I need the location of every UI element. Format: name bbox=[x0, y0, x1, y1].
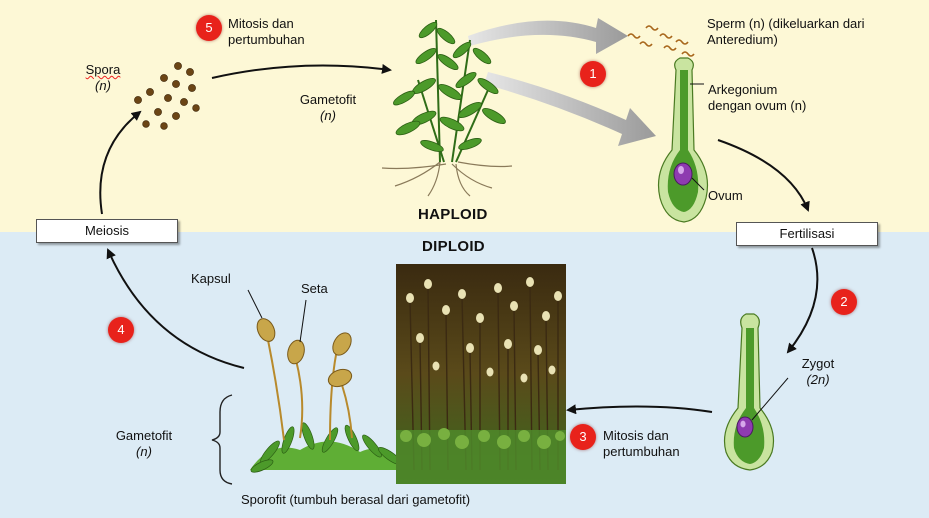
archegonium-label: Arkegonium dengan ovum (n) bbox=[708, 82, 806, 114]
step-marker-3: 3 bbox=[570, 424, 596, 450]
capsule-label: Kapsul bbox=[191, 271, 231, 286]
arrow-meiosis-to-spore bbox=[99, 110, 142, 215]
sporophyte-caption: Sporofit (tumbuh berasal dari gametofit) bbox=[241, 492, 471, 507]
gametophyte-bottom-label: Gametofit (n) bbox=[104, 428, 184, 460]
step-marker-1: 1 bbox=[580, 61, 606, 87]
step5-label: Mitosis dan pertumbuhan bbox=[228, 16, 305, 48]
step-marker-4: 4 bbox=[108, 317, 134, 343]
arrow-fertilization-to-zygote bbox=[786, 247, 819, 354]
gray-arrow-to-archegonium bbox=[484, 72, 656, 146]
sperm-label: Sperm (n) (dikeluarkan dari Anteredium) bbox=[707, 16, 865, 48]
gametophyte-top-label-ploidy: (n) bbox=[320, 108, 336, 123]
arrow-spore-to-gametophyte bbox=[211, 63, 392, 79]
step3-label-line1: Mitosis dan bbox=[603, 428, 669, 443]
gametophyte-top-label-name: Gametofit bbox=[299, 92, 357, 107]
step-marker-2: 2 bbox=[831, 289, 857, 315]
zygote-archegonium-illustration bbox=[723, 313, 789, 471]
zygote-label: Zygot (2n) bbox=[788, 356, 848, 388]
seta-label: Seta bbox=[301, 281, 328, 296]
step5-label-line1: Mitosis dan bbox=[228, 16, 294, 31]
sperm-label-line1: Sperm (n) (dikeluarkan dari bbox=[707, 16, 865, 31]
zygote-label-ploidy: (2n) bbox=[806, 372, 830, 387]
step3-label-line2: pertumbuhan bbox=[603, 444, 680, 459]
spore-label-ploidy: (n) bbox=[95, 78, 111, 93]
step-marker-5: 5 bbox=[196, 15, 222, 41]
archegonium-label-line1: Arkegonium bbox=[708, 82, 778, 97]
spore-label: Spora (n) bbox=[78, 62, 128, 94]
meiosis-box: Meiosis bbox=[36, 219, 178, 243]
haploid-zone-title: HAPLOID bbox=[418, 206, 488, 223]
arrow-archegonium-to-fertilization bbox=[717, 139, 810, 212]
sperm-cells bbox=[627, 25, 695, 57]
gametophyte-bottom-label-ploidy: (n) bbox=[136, 444, 152, 459]
ovum-label: Ovum bbox=[708, 188, 743, 203]
zygote-label-name: Zygot bbox=[801, 356, 835, 371]
spore-cluster bbox=[134, 62, 200, 130]
gametophyte-top-label: Gametofit (n) bbox=[288, 92, 368, 124]
diploid-zone-title: DIPLOID bbox=[422, 238, 485, 255]
gray-arrow-to-sperm bbox=[468, 18, 628, 54]
arrow-sporophyte-to-meiosis bbox=[106, 248, 245, 369]
archegonium-label-line2: dengan ovum (n) bbox=[708, 98, 807, 113]
step5-label-line2: pertumbuhan bbox=[228, 32, 305, 47]
archegonium-illustration bbox=[657, 57, 709, 223]
sporophyte-illustration bbox=[247, 289, 403, 473]
gametophyte-plant-illustration bbox=[381, 19, 513, 197]
moss-photograph bbox=[396, 264, 566, 484]
arrow-zygote-to-sporophyte bbox=[566, 404, 713, 415]
gametophyte-bottom-label-name: Gametofit bbox=[115, 428, 173, 443]
step3-label: Mitosis dan pertumbuhan bbox=[603, 428, 680, 460]
gametophyte-bracket bbox=[211, 394, 233, 485]
spore-label-name: Spora bbox=[85, 62, 121, 77]
sperm-label-line2: Anteredium) bbox=[707, 32, 778, 47]
fertilization-box: Fertilisasi bbox=[736, 222, 878, 246]
